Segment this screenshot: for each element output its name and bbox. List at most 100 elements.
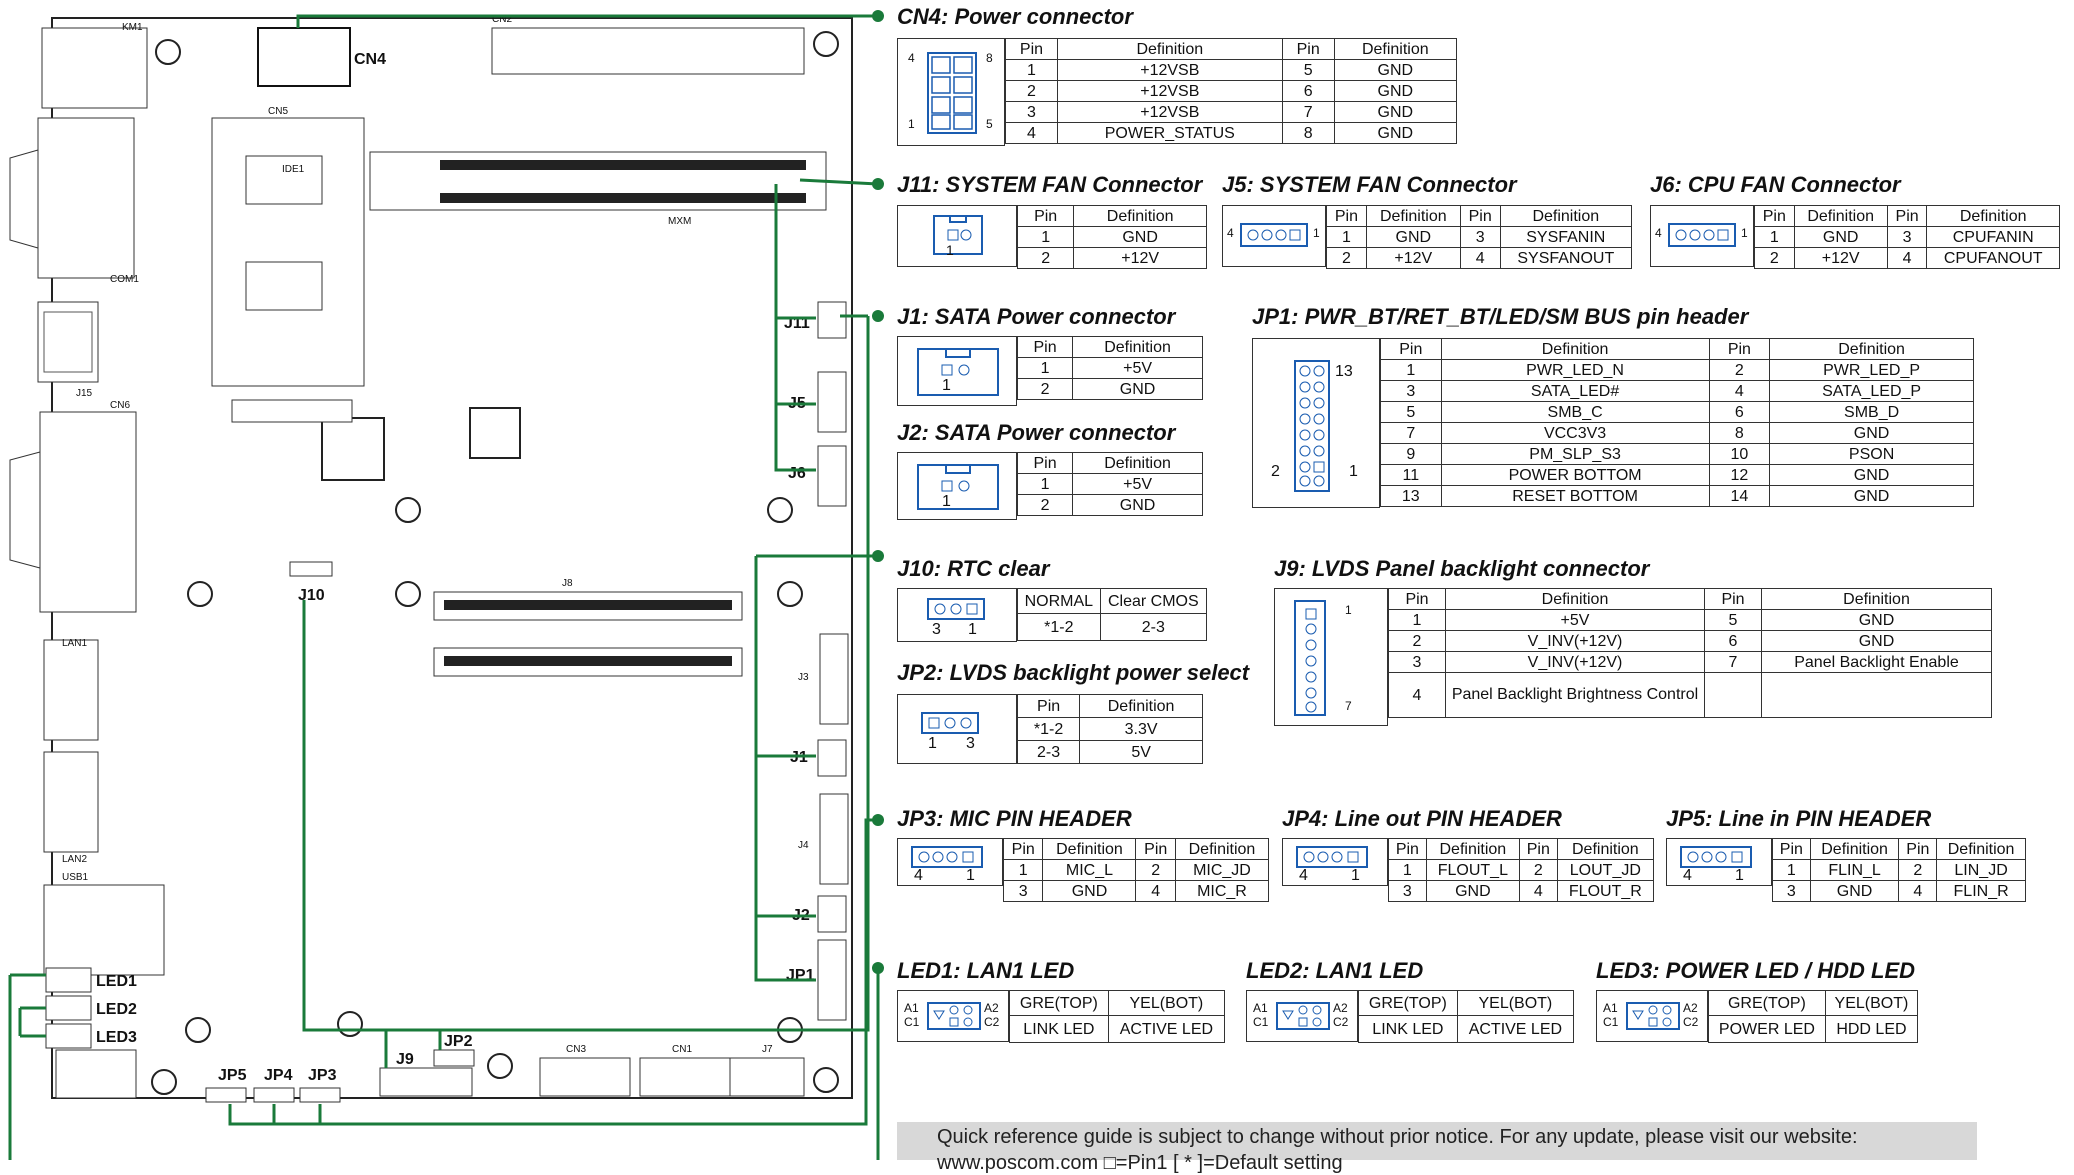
table-cell: 3 [1772,880,1811,902]
table-header: Pin [1704,588,1762,610]
board-label-cn3: CN3 [566,1044,586,1055]
board-label-j15: J15 [76,388,93,399]
table-header: Definition [1926,205,2060,227]
table-cell: GND [1769,485,1974,507]
table-header: Pin [1016,452,1074,474]
table-cell: GND [1333,122,1458,144]
board-label-led1: LED1 [96,973,137,990]
table-header: Pin [1326,205,1367,227]
table-header: Definition [1056,38,1283,60]
jp2-pin-label: 3 [966,735,975,752]
jp5-pin-label: 1 [1735,867,1744,884]
table-header: Definition [1809,838,1900,860]
table-cell: CPUFANOUT [1926,247,2060,269]
table-cell: 4 [1518,880,1558,902]
table-header: Definition [1365,205,1461,227]
board-label-j4: J4 [798,840,809,851]
table-cell: SYSFANOUT [1499,247,1633,269]
j9-pinout-diagram: 1 7 [1274,588,1388,726]
table-cell: 2 [1005,80,1058,102]
led3-pin-label: C2 [1683,1015,1699,1029]
table-header: Definition [1333,38,1458,60]
led3-pin-label: A1 [1603,1001,1618,1015]
table-cell: 1 [1388,859,1427,881]
table-header: Pin [1005,38,1058,60]
table-cell: 1 [1772,859,1811,881]
jp4-pin-label: 4 [1299,867,1308,884]
led1-title: LED1: LAN1 LED [897,958,1075,983]
jp1-pin-label: 2 [1271,463,1280,480]
jp1-pinout-diagram: 13 2 1 [1252,338,1380,508]
cn4-pin-label: 4 [908,51,915,65]
table-cell: 2 [1898,859,1938,881]
jp3-pin-label: 4 [914,867,923,884]
j10-pinout-diagram: 3 1 [897,588,1017,642]
led1-pinout-diagram: A1 C1 A2 C2 [897,990,1009,1042]
jp3-pinout-diagram: 4 1 [897,838,1003,886]
j5-pin-label: 1 [1313,226,1320,240]
table-header: Pin [1898,838,1938,860]
table-cell: 1 [1005,59,1058,81]
table-header: Clear CMOS [1099,588,1208,614]
table-header: Pin [1459,205,1501,227]
table-cell: 5 [1281,59,1335,81]
table-cell: POWER LED [1708,1015,1826,1043]
jp3-title: JP3: MIC PIN HEADER [897,806,1132,831]
table-cell: V_INV(+12V) [1445,651,1705,673]
led1-pin-label: A1 [904,1001,919,1015]
table-cell: 3 [1388,880,1427,902]
board-label-jp5: JP5 [218,1067,247,1084]
table-cell: 4 [1708,380,1771,402]
table-cell: PWR_LED_N [1440,359,1710,381]
board-label-j5: J5 [788,395,806,412]
jp3-pin-label: 1 [966,867,975,884]
table-cell: ACTIVE LED [1107,1015,1226,1043]
table-cell: 1 [1754,226,1795,248]
table-cell: Panel Backlight Enable [1761,651,1992,673]
j5-title: J5: SYSTEM FAN Connector [1222,172,1517,197]
jp5-pinout-diagram: 4 1 [1666,838,1772,886]
table-cell: 2-3 [1099,613,1208,641]
board-label-cn2: CN2 [492,14,512,25]
led3-pinout-diagram: A1 C1 A2 C2 [1596,990,1708,1042]
board-label-j1: J1 [790,749,808,766]
table-header: Definition [1425,838,1520,860]
table-cell: FLOUT_R [1556,880,1655,902]
table-cell: 2 [1388,630,1446,652]
board-label-j7: J7 [762,1044,773,1055]
board-label-usb1: USB1 [62,872,89,883]
board-label-lan1: LAN1 [62,638,87,649]
j10-title: J10: RTC clear [897,556,1050,581]
table-cell: 8 [1281,122,1335,144]
j11-pinout-diagram: 1 [897,205,1017,267]
jp2-pinout-diagram: 1 3 [897,694,1017,764]
table-header: Pin [1135,838,1176,860]
table-cell: 4 [1459,247,1501,269]
table-cell: FLOUT_L [1425,859,1520,881]
jp4-title: JP4: Line out PIN HEADER [1282,806,1562,831]
cn4-pin-label: 1 [908,117,915,131]
table-cell: V_INV(+12V) [1445,630,1705,652]
board-label-cn5: CN5 [268,106,288,117]
board-label-km1: KM1 [122,22,143,33]
table-cell: 14 [1708,485,1771,507]
table-cell: 2 [1016,494,1074,516]
table-header: Pin [1016,694,1081,718]
j1-pinout-diagram: 1 [897,336,1017,406]
j6-title: J6: CPU FAN Connector [1650,172,1901,197]
table-header: Definition [1761,588,1992,610]
table-cell: GND [1425,880,1520,902]
table-cell: 1 [1016,357,1074,379]
board-label-j10: J10 [298,587,325,604]
table-cell: CPUFANIN [1926,226,2060,248]
table-cell: +12V [1793,247,1888,269]
table-header: Definition [1174,838,1270,860]
table-header: Definition [1072,452,1203,474]
led1-pin-label: A2 [984,1001,999,1015]
table-cell: MIC_R [1174,880,1270,902]
